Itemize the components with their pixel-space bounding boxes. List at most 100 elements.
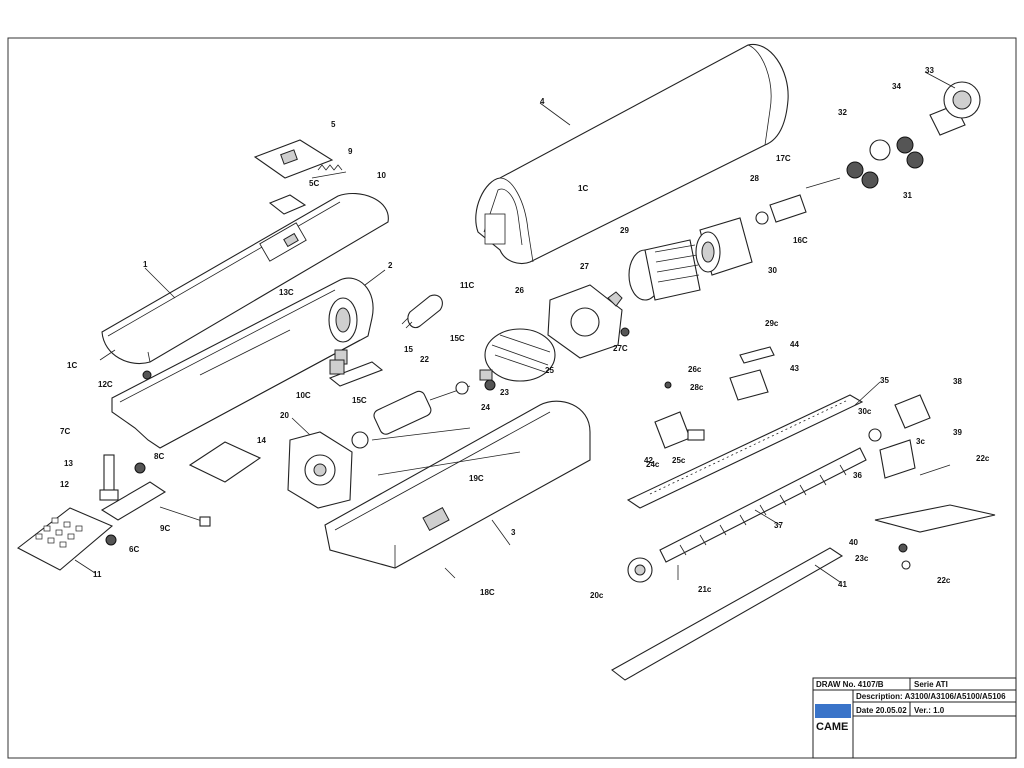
label-32: 32 bbox=[838, 108, 847, 117]
part-9C-screw bbox=[159, 506, 206, 523]
part-24-washer bbox=[455, 381, 469, 395]
part-rod bbox=[377, 451, 521, 476]
description: Description: A3100/A3106/A5100/A5106 bbox=[856, 692, 1006, 701]
label-9C: 9C bbox=[160, 524, 170, 533]
label-39: 39 bbox=[953, 428, 962, 437]
label-10: 10 bbox=[377, 171, 386, 180]
label-8C: 8C bbox=[154, 452, 164, 461]
border bbox=[7, 37, 1017, 759]
label-25: 25 bbox=[545, 366, 554, 375]
serie: Serie ATI bbox=[914, 680, 948, 689]
label-22c-top: 22c bbox=[976, 454, 990, 463]
part-13-bolt bbox=[99, 454, 119, 501]
part-41-rail bbox=[611, 547, 844, 681]
label-20: 20 bbox=[280, 411, 289, 420]
part-22c-bolt bbox=[901, 560, 911, 570]
label-44: 44 bbox=[790, 340, 799, 349]
label-40: 40 bbox=[849, 538, 858, 547]
date: Date 20.05.02 bbox=[856, 706, 907, 715]
part-5-plate bbox=[253, 139, 334, 179]
part-2-lower-body bbox=[111, 277, 374, 449]
part-11C-capacitor bbox=[401, 294, 443, 329]
label-24c: 24c bbox=[646, 460, 660, 469]
label-19C: 19C bbox=[469, 474, 484, 483]
part-10-pin bbox=[311, 171, 347, 179]
part-37-worm-screw bbox=[659, 447, 867, 563]
label-11C: 11C bbox=[460, 281, 474, 290]
label-1C-cover: 1C bbox=[578, 184, 588, 193]
label-11: 11 bbox=[93, 570, 102, 579]
label-38: 38 bbox=[953, 377, 962, 386]
label-14: 14 bbox=[257, 436, 266, 445]
label-24: 24 bbox=[481, 403, 490, 412]
label-29: 29 bbox=[620, 226, 629, 235]
part-11-keypad bbox=[16, 507, 114, 571]
part-9-spring bbox=[317, 164, 343, 171]
part-26-flange bbox=[547, 284, 623, 359]
label-15C-top: 15C bbox=[450, 334, 465, 343]
label-5C: 5C bbox=[309, 179, 319, 188]
label-7C: 7C bbox=[60, 427, 70, 436]
label-26: 26 bbox=[515, 286, 524, 295]
label-3c: 3c bbox=[916, 437, 925, 446]
logo-mark bbox=[815, 704, 851, 718]
part-29-rotor bbox=[628, 239, 701, 301]
label-12C: 12C bbox=[98, 380, 113, 389]
part-42-bracket bbox=[654, 411, 691, 449]
label-10C: 10C bbox=[296, 391, 311, 400]
label-36: 36 bbox=[853, 471, 862, 480]
label-6C: 6C bbox=[129, 545, 139, 554]
part-30-bearing-housing bbox=[695, 217, 753, 276]
label-21c: 21c bbox=[698, 585, 712, 594]
part-35-rack-bar bbox=[626, 394, 864, 509]
label-41: 41 bbox=[838, 580, 847, 589]
title-block: DRAW No. 4107/B Serie ATI Description: A… bbox=[812, 677, 1017, 759]
label-42: 42 bbox=[644, 456, 653, 465]
part-17C-pin bbox=[805, 177, 841, 189]
label-33: 33 bbox=[925, 66, 934, 75]
label-20c: 20c bbox=[590, 591, 604, 600]
part-30c-washer bbox=[868, 428, 882, 442]
part-27-fan bbox=[607, 291, 623, 307]
label-1: 1 bbox=[143, 260, 148, 269]
label-29c: 29c bbox=[765, 319, 779, 328]
part-44-plate bbox=[739, 346, 775, 364]
part-15C-bearing bbox=[351, 431, 369, 449]
label-23: 23 bbox=[500, 388, 509, 397]
label-13C: 13C bbox=[279, 288, 294, 297]
label-37: 37 bbox=[774, 521, 783, 530]
label-43: 43 bbox=[790, 364, 799, 373]
part-39-bracket bbox=[879, 439, 916, 479]
part-12-bracket bbox=[100, 481, 167, 521]
part-1C-screw bbox=[99, 349, 116, 361]
part-1-upper-housing bbox=[101, 192, 389, 364]
label-1C-body: 1C bbox=[67, 361, 77, 370]
part-26c-screw bbox=[664, 381, 672, 389]
label-26c: 26c bbox=[688, 365, 702, 374]
part-4-cover bbox=[475, 43, 789, 265]
part-22-worm-shaft bbox=[371, 385, 471, 441]
label-5: 5 bbox=[331, 120, 336, 129]
part-12C-nut bbox=[142, 370, 152, 380]
part-16C-bearing bbox=[755, 211, 769, 225]
label-28: 28 bbox=[750, 174, 759, 183]
part-28-shaft bbox=[769, 194, 807, 223]
part-8C-nut bbox=[134, 462, 146, 474]
draw-number: DRAW No. 4107/B bbox=[816, 680, 884, 689]
part-31-32-gears bbox=[846, 136, 924, 189]
label-22: 22 bbox=[420, 355, 429, 364]
label-17C: 17C bbox=[776, 154, 791, 163]
label-25c: 25c bbox=[672, 456, 686, 465]
part-labels: 1 2 3 4 5 9 10 11 12 13 14 15 20 22 23 2… bbox=[60, 66, 990, 600]
part-6C-nut bbox=[105, 534, 117, 546]
label-15: 15 bbox=[404, 345, 413, 354]
label-23c: 23c bbox=[855, 554, 869, 563]
part-gasket bbox=[268, 194, 307, 215]
part-38-block bbox=[894, 394, 931, 429]
leader-lines bbox=[74, 71, 956, 583]
part-10C-terminal bbox=[329, 359, 345, 375]
part-22c-screw bbox=[919, 464, 951, 476]
label-27: 27 bbox=[580, 262, 589, 271]
label-35: 35 bbox=[880, 376, 889, 385]
